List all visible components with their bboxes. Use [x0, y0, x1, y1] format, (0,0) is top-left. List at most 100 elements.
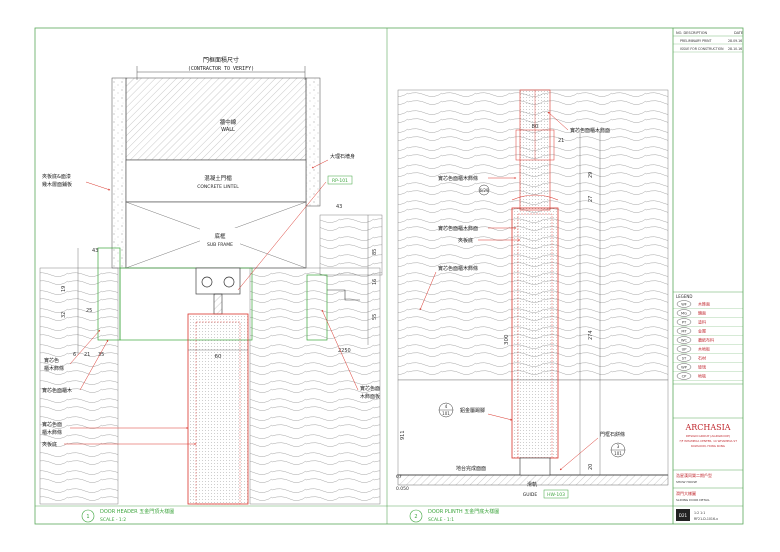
tag-r7-bottom: 101: [614, 451, 622, 456]
dim-row-21-5: 21: [558, 138, 564, 144]
label-threshold: 門框石餅條: [600, 431, 625, 438]
rev-header-left: NO. DESCRIPTION: [676, 31, 708, 35]
legend-code-bubble: [676, 300, 692, 308]
legend-code: MG: [681, 311, 687, 315]
drawing-cn: 滑門大樣圖: [676, 490, 696, 496]
wall-label-cn: 牆中線: [220, 118, 237, 126]
caption-scale-1: SCALE - 1:2: [100, 517, 126, 523]
label-wood-face-r1: 實芯色面櫃木飾面: [570, 127, 610, 134]
dim-19: 19: [61, 286, 67, 292]
project-cn: 浩星漢同樂二期戶型: [676, 472, 712, 478]
legend-item: PT 塗料: [673, 318, 743, 327]
top-dim-cn: 門框面積尺寸: [203, 56, 239, 64]
dim-274: 274: [588, 330, 594, 340]
dim-row-21: 21: [84, 352, 90, 358]
legend-name: 玻璃: [698, 364, 706, 370]
rev-header-right: DATE: [734, 31, 743, 35]
wall-label-en: WALL: [221, 127, 235, 133]
caption-scale-2: SCALE - 1:1: [428, 517, 454, 523]
dim-60: 60: [215, 354, 222, 360]
rev-row-1-date: 28.09.16: [728, 39, 742, 43]
drawing-no: RF21-D-1016-x: [694, 517, 718, 521]
dim-32: 32: [61, 312, 67, 318]
tag-r7-top: 3: [617, 444, 620, 449]
dim-43-right: 43: [336, 204, 342, 210]
sheet-no-box: [676, 509, 690, 521]
title-block: NO. DESCRIPTION DATE PRELIMINARY PRINT 2…: [673, 31, 743, 521]
drawing-en: SLIDING DOOR DETAIL: [676, 498, 710, 502]
rev-row-2-date: 28.10.16: [728, 47, 742, 51]
rev-row-1-desc: PRELIMINARY PRINT: [680, 39, 712, 43]
caption-bubble-1: [81, 509, 95, 523]
lintel-label-cn: 混凝土門楣: [204, 174, 232, 182]
caption-title-1: DOOR HEADER 五金門頂大樣圖: [100, 508, 174, 515]
caption-num-2: 2: [414, 514, 417, 520]
label-trim-1b: 櫃木飾條: [44, 365, 64, 372]
dim-911: 911: [400, 430, 406, 440]
brand-sub-3: KOWLOON, HONG KONG: [691, 444, 725, 448]
legend-code: WF: [681, 302, 687, 306]
label-trim-1: 實芯色: [44, 357, 59, 364]
tag-hw103-text: HW-103: [547, 492, 565, 498]
caption-bubble-2: [409, 509, 423, 523]
legend-name: 木地板: [698, 346, 710, 352]
dim-27: 27: [588, 196, 594, 202]
legend-name: 金屬: [698, 328, 706, 334]
legend-name: 石材: [698, 355, 706, 361]
subframe-label-cn: 底框: [214, 232, 226, 240]
brand-sub-2: 7/F WHAMPOA CENTER, 14 WHAMPOA ST: [679, 439, 737, 443]
legend-name: 地毯: [698, 373, 706, 379]
legend-code: WC: [681, 338, 688, 342]
scale-value: 1:2 1:1: [694, 511, 705, 515]
brand-logo: ARCHASIA: [684, 423, 730, 432]
dim-85: 85: [372, 249, 378, 255]
legend-item: MT 金屬: [673, 327, 743, 336]
legend-code: PT: [682, 320, 687, 324]
tag-r2-bubble: [478, 184, 490, 196]
legend-code-bubble: [676, 354, 692, 362]
dim-80: 80: [532, 124, 539, 130]
tag-r2-text: 6/29: [480, 188, 489, 193]
legend-code-bubble: [676, 318, 692, 326]
door-plinth-detail: 80 21 29 27 300 274 20 911 67 0.050 實芯色面…: [396, 89, 669, 523]
dim-25: 25: [86, 308, 92, 314]
dim-row-35: 35: [98, 352, 104, 358]
legend-code-bubble: [676, 363, 692, 371]
legend-name: 塗料: [698, 319, 706, 325]
legend-title: LEGEND: [676, 294, 692, 299]
door-header-detail: 門框面積尺寸 (CONTRACTOR TO VERIFY) 牆中線 WALL 混…: [39, 56, 383, 523]
label-wood-panel: 實芯色面: [360, 385, 380, 392]
rev-row-2-desc: ISSUE FOR CONSTRUCTION: [680, 47, 724, 51]
legend-code: UP: [682, 347, 688, 351]
label-marble-wall: 大理石墻身: [330, 153, 355, 160]
label-track: 滑軌: [527, 481, 537, 488]
dim-16: 16: [372, 279, 378, 285]
label-trim-2b: 櫃木飾條: [42, 429, 62, 436]
caption-title-2: DOOR PLINTH 五金門底大樣圖: [428, 508, 499, 515]
legend-code: MT: [681, 329, 687, 333]
top-dim-en: (CONTRACTOR TO VERIFY): [188, 66, 254, 72]
sheet-no: D21: [679, 513, 688, 518]
legend-name: 木飾面: [698, 301, 710, 307]
label-trim-2: 實芯色面: [42, 421, 62, 428]
legend-code: WP: [681, 365, 688, 369]
legend-code-bubble: [676, 372, 692, 380]
rev-row: PRELIMINARY PRINT 28.09.16: [673, 39, 743, 45]
legend-code-bubble: [676, 345, 692, 353]
dim-0050: 0.050: [396, 486, 409, 492]
legend-code-bubble: [676, 309, 692, 317]
dim-43-top: 43: [92, 248, 98, 254]
sheet-outer-border: [34, 27, 744, 525]
legend-code-bubble: [676, 327, 692, 335]
lintel-label-en: CONCRETE LINTEL: [197, 184, 239, 190]
caption-num-1: 1: [86, 514, 89, 520]
label-plywood-finish: 夾板底&面漆: [42, 173, 71, 180]
dim-29: 29: [588, 172, 594, 178]
dim-2250: 2250: [338, 348, 351, 354]
tag-rp101: [327, 175, 353, 185]
tag-r6-top: 4: [445, 404, 448, 409]
